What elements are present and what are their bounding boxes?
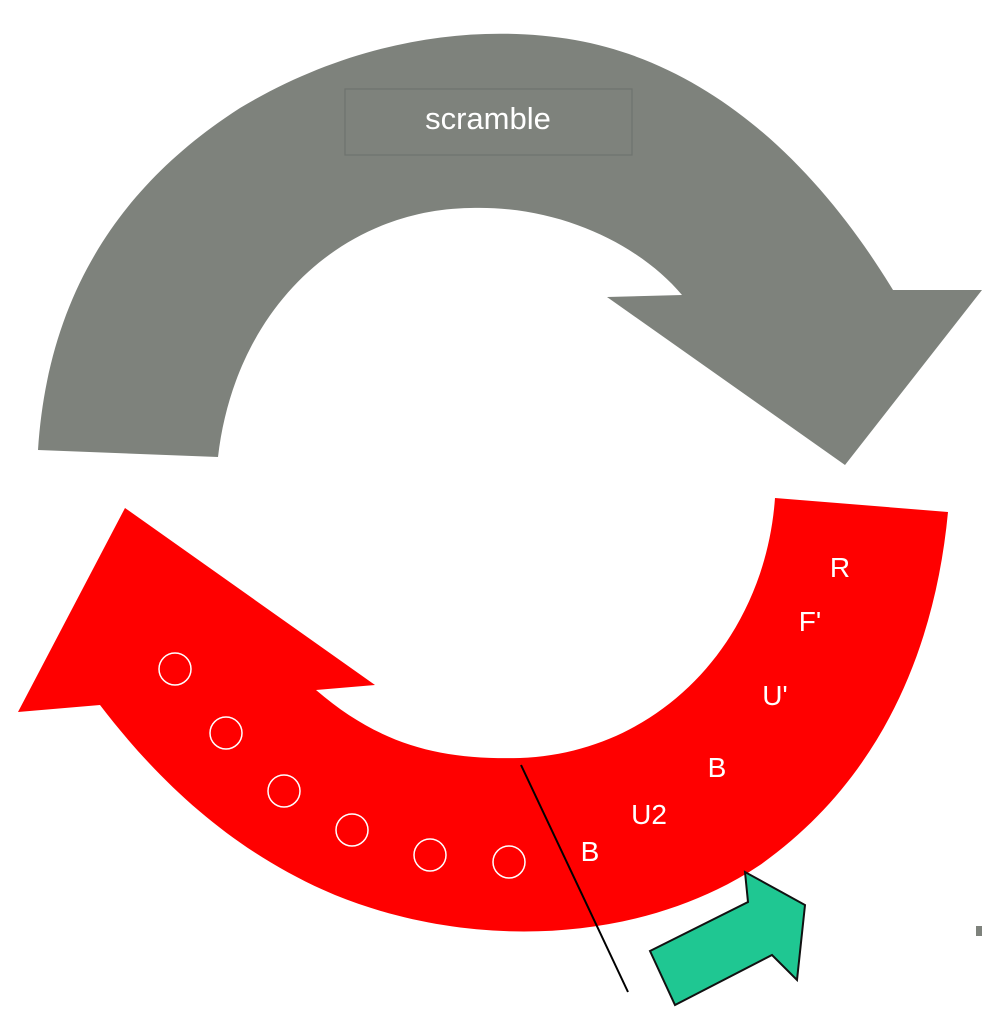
move-label: B [708,752,727,783]
solve-curved-arrow-icon [18,498,948,932]
edge-mark [976,926,982,936]
move-label: R [830,552,850,583]
circle-outline-icon [158,652,192,686]
move-label: B [581,836,600,867]
move-label: F' [799,606,821,637]
pending-steps [158,652,526,879]
arrow-up-right-icon [648,870,807,1007]
circle-outline-icon [335,813,369,847]
circle-outline-icon [413,838,447,872]
move-label: U' [762,680,788,711]
circle-outline-icon [267,774,301,808]
scramble-curved-arrow-icon [38,33,982,465]
move-label: U2 [631,799,667,830]
circle-outline-icon [492,845,526,879]
progress-divider-line [520,764,629,993]
circle-outline-icon [209,716,243,750]
scramble-label: scramble [425,101,551,136]
scramble-label-box [344,88,633,156]
